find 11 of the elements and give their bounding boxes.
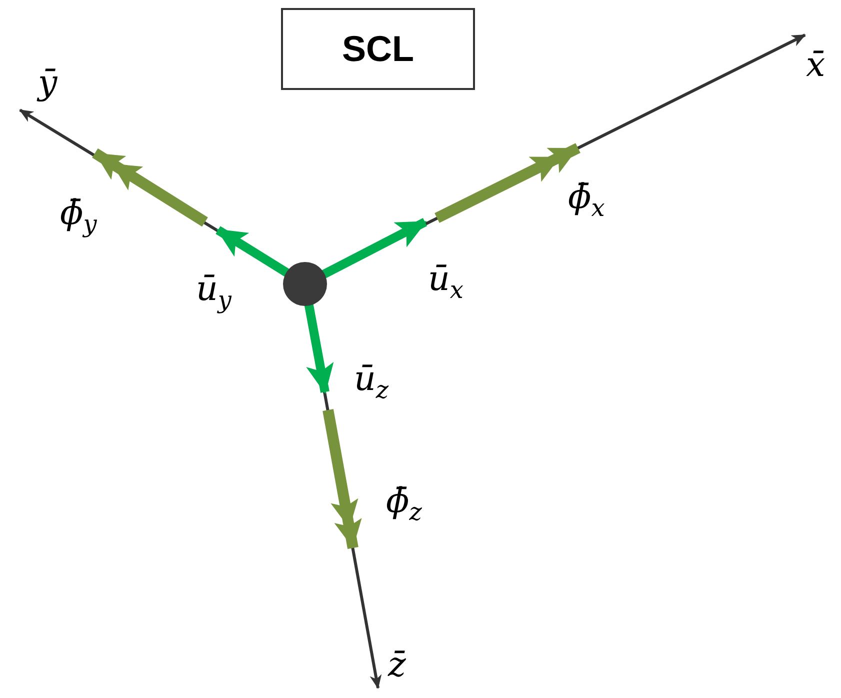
axis-label: ϕ̄$_{z}$ xyxy=(386,484,422,524)
axis-label: ϕ̄$_{y}$ xyxy=(60,196,97,236)
axis-label: ū$_{x}$ xyxy=(428,262,464,302)
origin-dot xyxy=(283,262,327,306)
axis-label: ū$_{y}$ xyxy=(196,272,232,312)
axis-label: x̄ xyxy=(806,48,826,82)
axis-label: ū$_{z}$ xyxy=(354,362,389,402)
title-box: SCL xyxy=(281,8,475,90)
axis-label: ȳ xyxy=(38,66,58,100)
axis-label: ϕ̄$_{x}$ xyxy=(568,180,605,220)
axis-label: z̄ xyxy=(388,648,406,682)
